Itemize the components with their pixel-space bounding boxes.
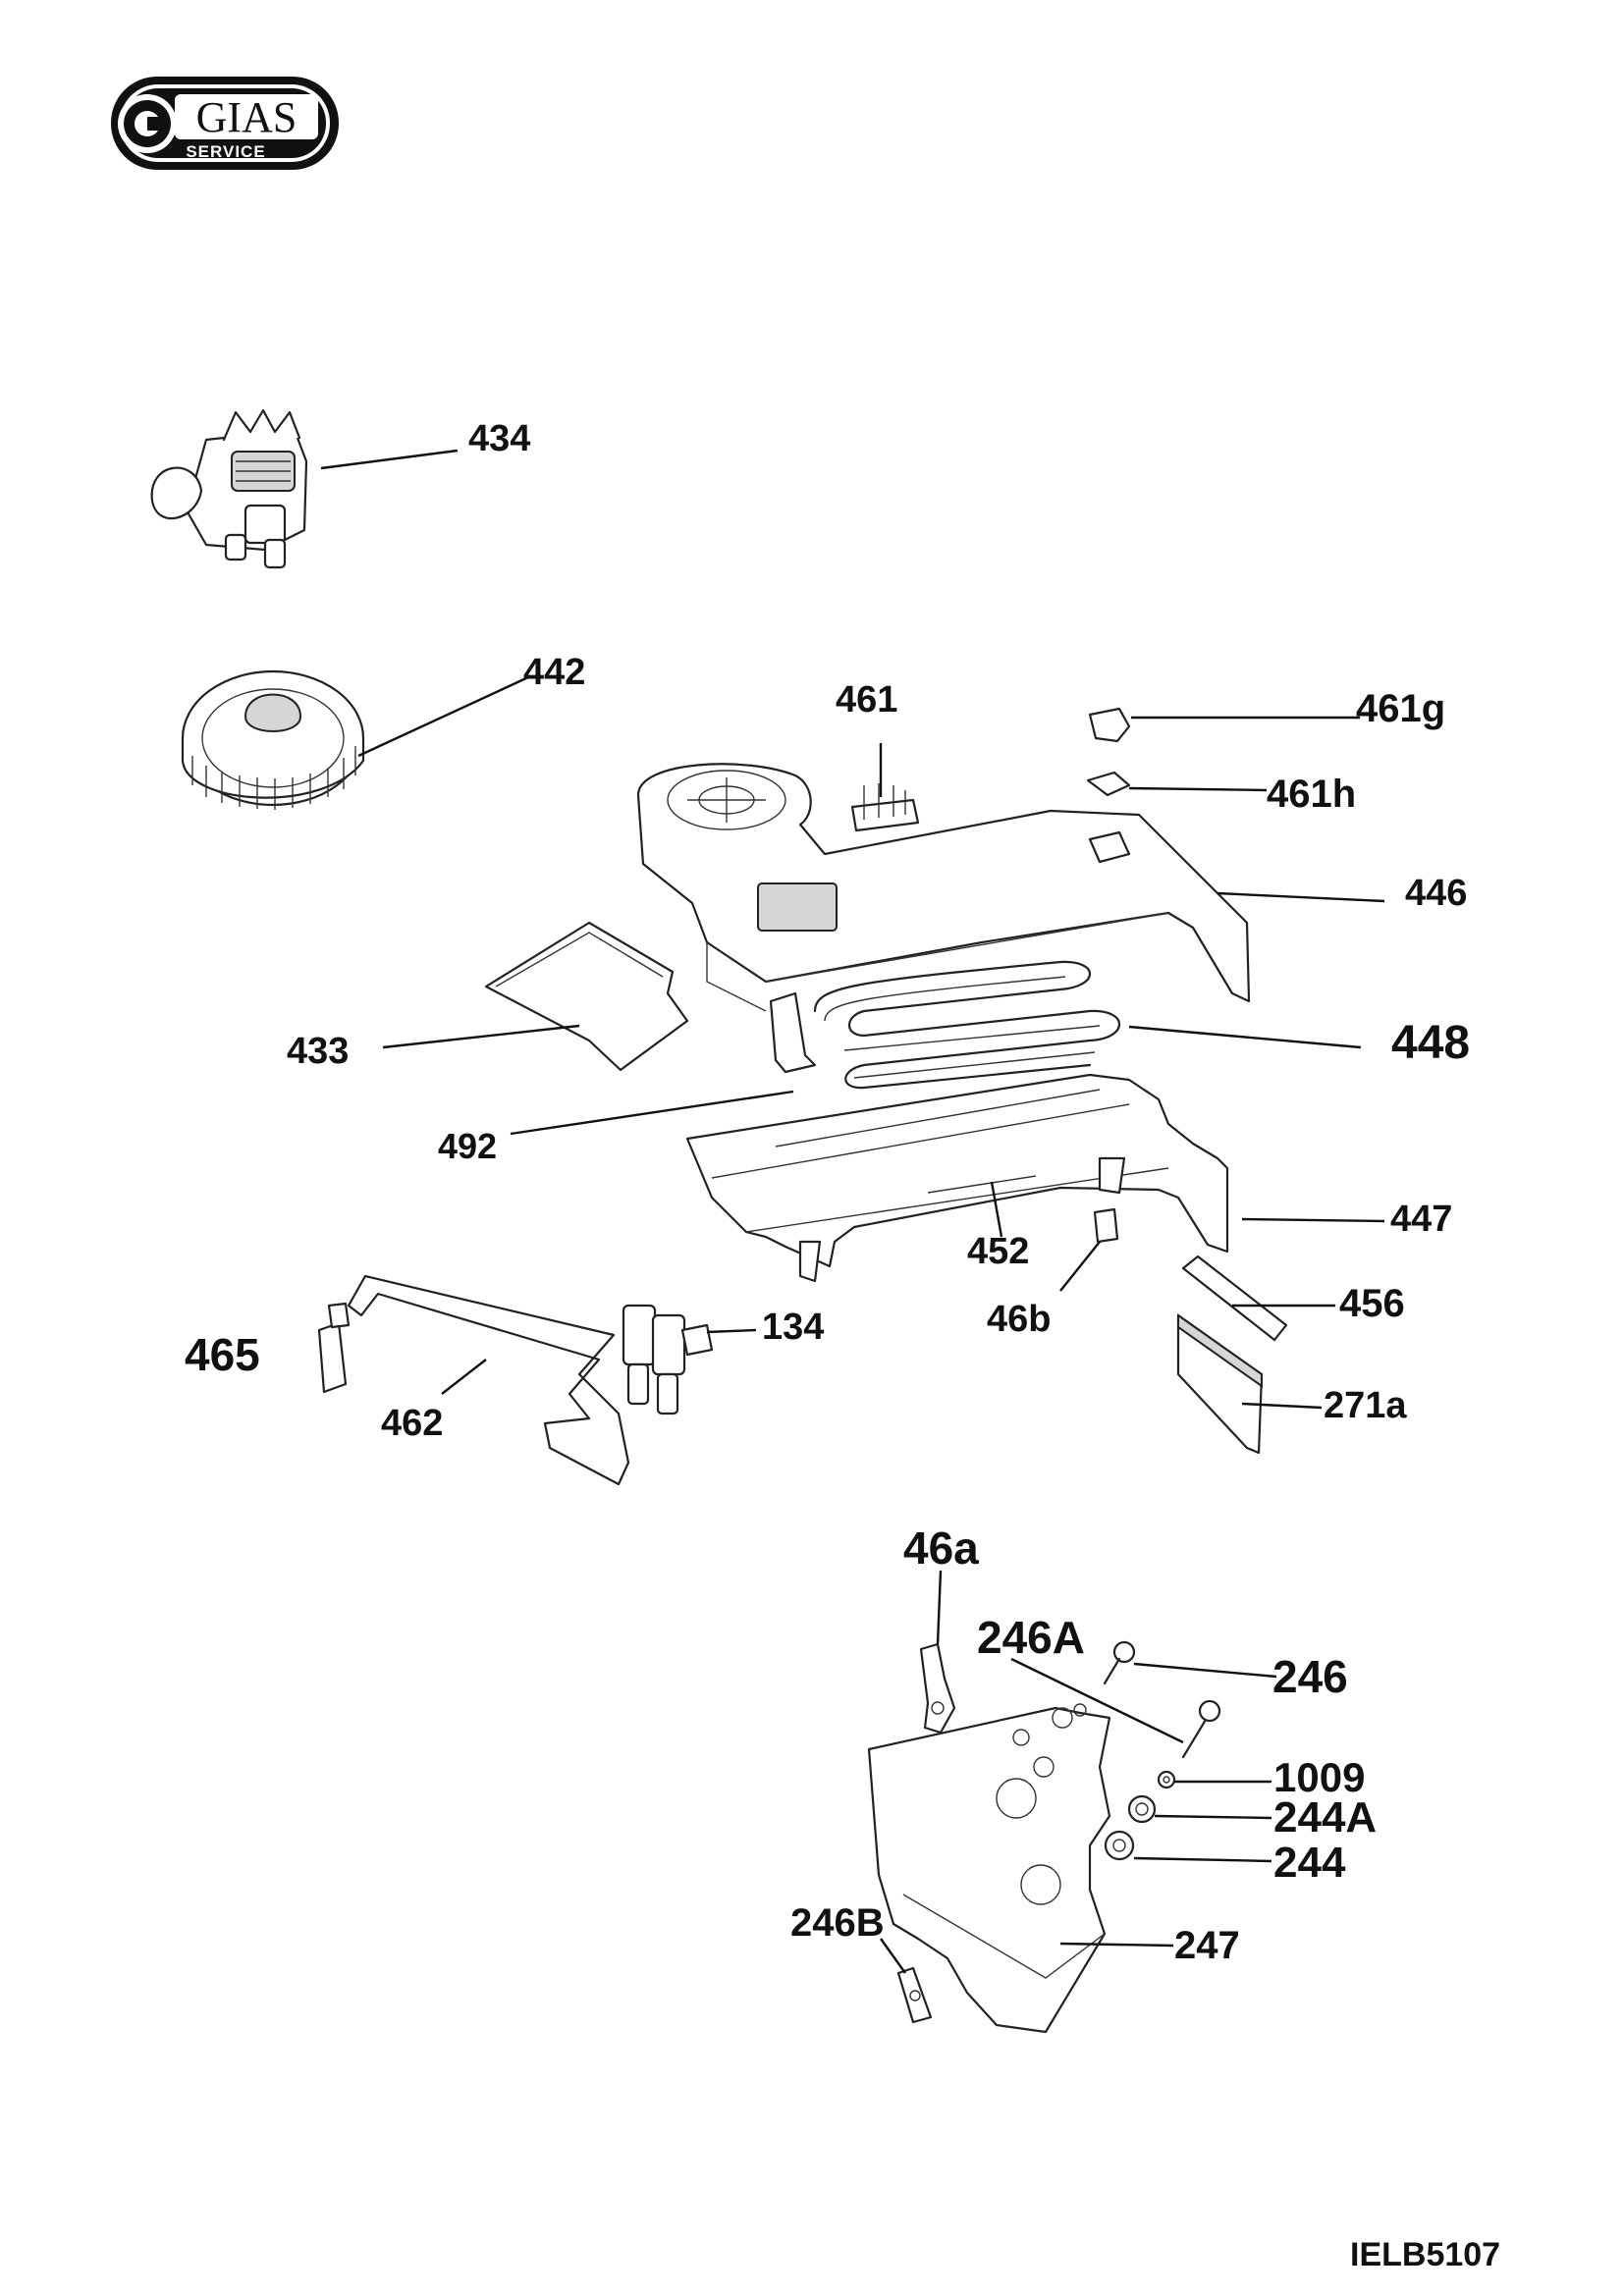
label-448: 448 <box>1391 1017 1470 1069</box>
part-456-rod <box>1181 1255 1335 1342</box>
gias-service-logo: GIAS SERVICE <box>111 77 339 170</box>
part-labels: 434 442 461 461g 461h 446 433 448 492 44… <box>185 418 1470 1967</box>
part-washers <box>1104 1770 1272 1863</box>
label-247: 247 <box>1174 1924 1240 1967</box>
part-442-fan-wheel <box>181 669 529 810</box>
part-447-base-tray <box>685 1073 1385 1283</box>
part-446-upper-housing <box>636 763 1385 1012</box>
part-461g-sensor <box>1088 707 1360 743</box>
part-134-valve <box>622 1304 757 1415</box>
label-465: 465 <box>185 1329 260 1380</box>
logo-brand: GIAS <box>196 93 298 141</box>
part-46a-bracket <box>919 1570 956 1735</box>
part-448-heating-element <box>769 960 1362 1090</box>
label-433: 433 <box>287 1031 349 1072</box>
part-462-tube <box>347 1274 630 1486</box>
part-271a-flap <box>1176 1313 1323 1455</box>
label-452: 452 <box>967 1231 1029 1272</box>
part-465-plug <box>317 1302 351 1394</box>
part-246b-clip <box>880 1938 933 2024</box>
label-246B: 246B <box>790 1901 885 1945</box>
label-447: 447 <box>1390 1199 1452 1240</box>
label-456: 456 <box>1339 1282 1405 1325</box>
label-46b: 46b <box>987 1299 1051 1340</box>
label-246A: 246A <box>977 1612 1085 1663</box>
part-434-motor <box>150 408 459 569</box>
label-461g: 461g <box>1356 687 1445 730</box>
label-246: 246 <box>1272 1651 1348 1702</box>
label-492: 492 <box>438 1126 497 1166</box>
part-46b-spacer <box>1059 1207 1119 1292</box>
label-461: 461 <box>836 679 897 721</box>
part-246-screws <box>1010 1640 1277 1759</box>
label-434: 434 <box>468 418 530 459</box>
part-433-gasket <box>382 921 689 1072</box>
label-271a: 271a <box>1324 1385 1407 1426</box>
label-461h: 461h <box>1267 773 1356 816</box>
label-244A: 244A <box>1273 1793 1377 1842</box>
label-1009: 1009 <box>1273 1754 1365 1800</box>
part-461h-seal <box>1086 771 1268 797</box>
label-134: 134 <box>762 1307 824 1348</box>
label-462: 462 <box>381 1403 443 1444</box>
label-446: 446 <box>1405 873 1467 914</box>
part-452-strip <box>927 1175 1037 1238</box>
label-442: 442 <box>523 652 585 693</box>
part-461-connector <box>850 743 920 832</box>
label-244: 244 <box>1273 1839 1346 1887</box>
logo-subtitle: SERVICE <box>186 142 265 161</box>
part-247-cover-plate <box>867 1703 1174 2034</box>
label-46a: 46a <box>903 1522 979 1574</box>
drawing-code: IELB5107 <box>1350 2236 1500 2273</box>
